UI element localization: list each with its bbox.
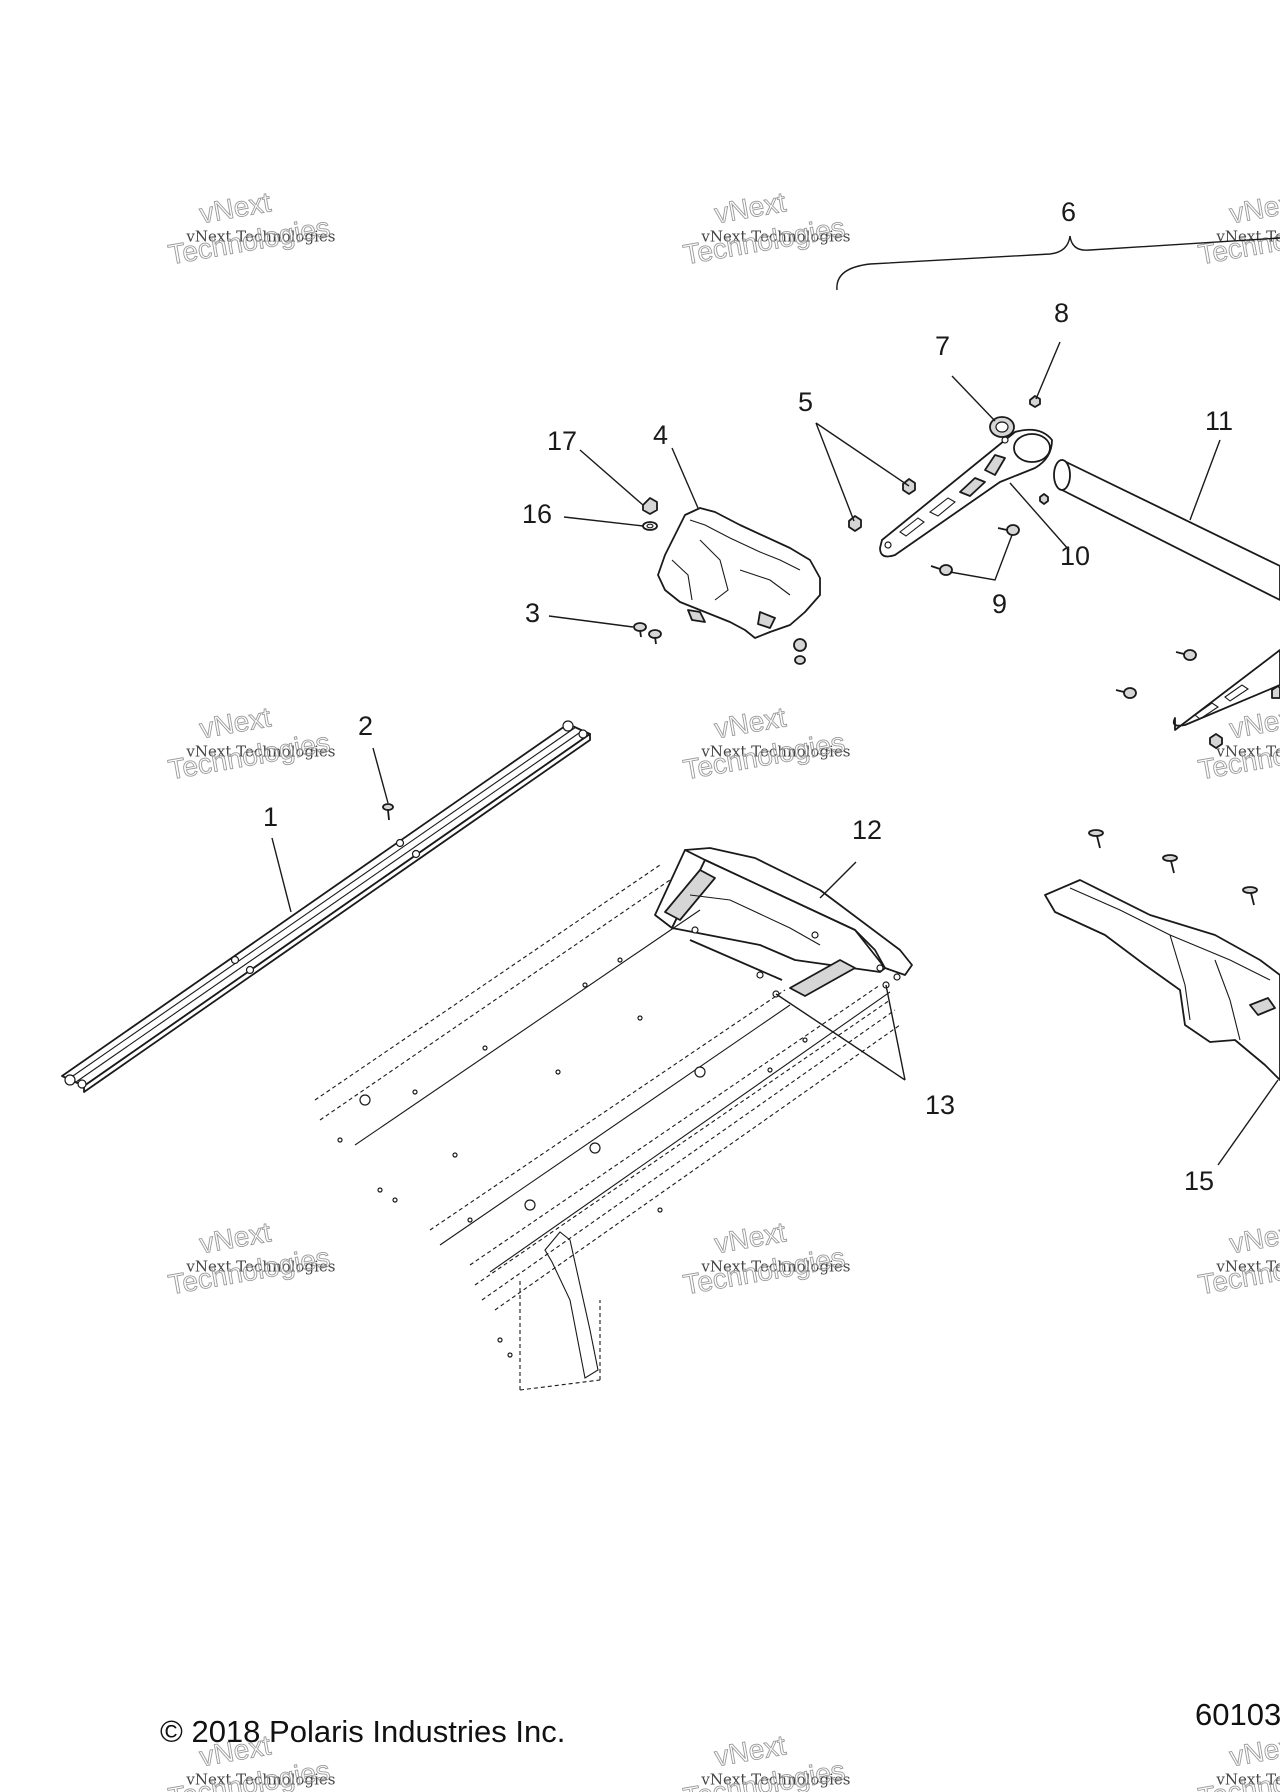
part-10-arm — [879, 428, 1053, 558]
svg-text:vNext Technologies: vNext Technologies — [1215, 742, 1280, 760]
callout-17: 17 — [547, 426, 577, 456]
watermark: vNext vNext Technologies Technologies — [1195, 701, 1280, 786]
copyright-notice: © 2018 Polaris Industries Inc. — [160, 1714, 565, 1749]
part-7-bushing — [989, 416, 1015, 438]
callout-9: 9 — [992, 589, 1007, 619]
watermark: vNext vNext Technologies Technologies — [165, 701, 335, 786]
callout-12: 12 — [852, 815, 882, 845]
svg-text:vNext: vNext — [1227, 1216, 1280, 1259]
watermark: vNext vNext Technologies Technologies — [165, 186, 335, 271]
part-12-plate — [654, 847, 913, 997]
callout-3: 3 — [525, 598, 540, 628]
part-15-rear-bracket — [1044, 829, 1280, 1081]
callout-4: 4 — [653, 420, 668, 450]
svg-text:vNext Technologies: vNext Technologies — [700, 227, 850, 245]
callout-11: 11 — [1205, 406, 1233, 436]
part-5-nuts — [848, 478, 1049, 532]
callout-6: 6 — [1061, 197, 1076, 227]
watermark: vNext vNext Technologies Technologies — [680, 1216, 850, 1301]
part-8-nut — [1029, 395, 1041, 408]
watermark: vNext vNext Technologies Technologies — [1195, 1729, 1280, 1792]
svg-text:vNext: vNext — [1227, 186, 1280, 229]
part-16-washer — [642, 521, 658, 531]
watermark: vNext vNext Technologies Technologies — [680, 1729, 850, 1792]
leader-lines — [271, 235, 1280, 1166]
callout-labels: 1 2 3 4 5 6 7 8 9 10 11 12 13 15 16 17 — [263, 197, 1233, 1196]
svg-text:vNext Technologies: vNext Technologies — [700, 1770, 850, 1788]
part-9-bolts — [930, 524, 1020, 576]
svg-text:vNext: vNext — [1227, 1729, 1280, 1772]
part-3-bolts — [633, 622, 807, 665]
part-1-rail — [61, 720, 591, 1093]
watermark: vNext vNext Technologies Technologies — [680, 186, 850, 271]
figure-number: 60103 — [1195, 1697, 1280, 1732]
svg-text:vNext: vNext — [1227, 701, 1280, 744]
callout-13: 13 — [925, 1090, 955, 1120]
part-17-nut — [642, 497, 658, 515]
callout-16: 16 — [522, 499, 552, 529]
watermark: vNext vNext Technologies Technologies — [1195, 1216, 1280, 1301]
watermark: vNext vNext Technologies Technologies — [680, 701, 850, 786]
callout-8: 8 — [1054, 298, 1069, 328]
svg-text:vNext Technologies: vNext Technologies — [185, 227, 335, 245]
callout-15: 15 — [1184, 1166, 1214, 1196]
watermark: vNext vNext Technologies Technologies — [1195, 186, 1280, 271]
svg-text:vNext Technologies: vNext Technologies — [1215, 1770, 1280, 1788]
callout-10: 10 — [1060, 541, 1090, 571]
part-6-assembly-arm-right — [1115, 649, 1280, 749]
callout-7: 7 — [935, 331, 950, 361]
part-4-cover — [657, 507, 821, 639]
watermark-group: vNext vNext Technologies Technologies vN… — [165, 186, 1280, 1792]
svg-text:vNext Technologies: vNext Technologies — [185, 1257, 335, 1275]
svg-text:vNext Technologies: vNext Technologies — [1215, 1257, 1280, 1275]
watermark: vNext vNext Technologies Technologies — [165, 1216, 335, 1301]
part-11-tube — [1053, 459, 1280, 601]
callout-2: 2 — [358, 711, 373, 741]
svg-text:vNext Technologies: vNext Technologies — [700, 1257, 850, 1275]
part-2-screw — [382, 803, 394, 821]
chassis-phantom — [314, 864, 901, 1391]
svg-text:vNext Technologies: vNext Technologies — [185, 1770, 335, 1788]
callout-5: 5 — [798, 387, 813, 417]
callout-1: 1 — [263, 802, 278, 832]
svg-text:vNext Technologies: vNext Technologies — [700, 742, 850, 760]
svg-text:vNext Technologies: vNext Technologies — [185, 742, 335, 760]
